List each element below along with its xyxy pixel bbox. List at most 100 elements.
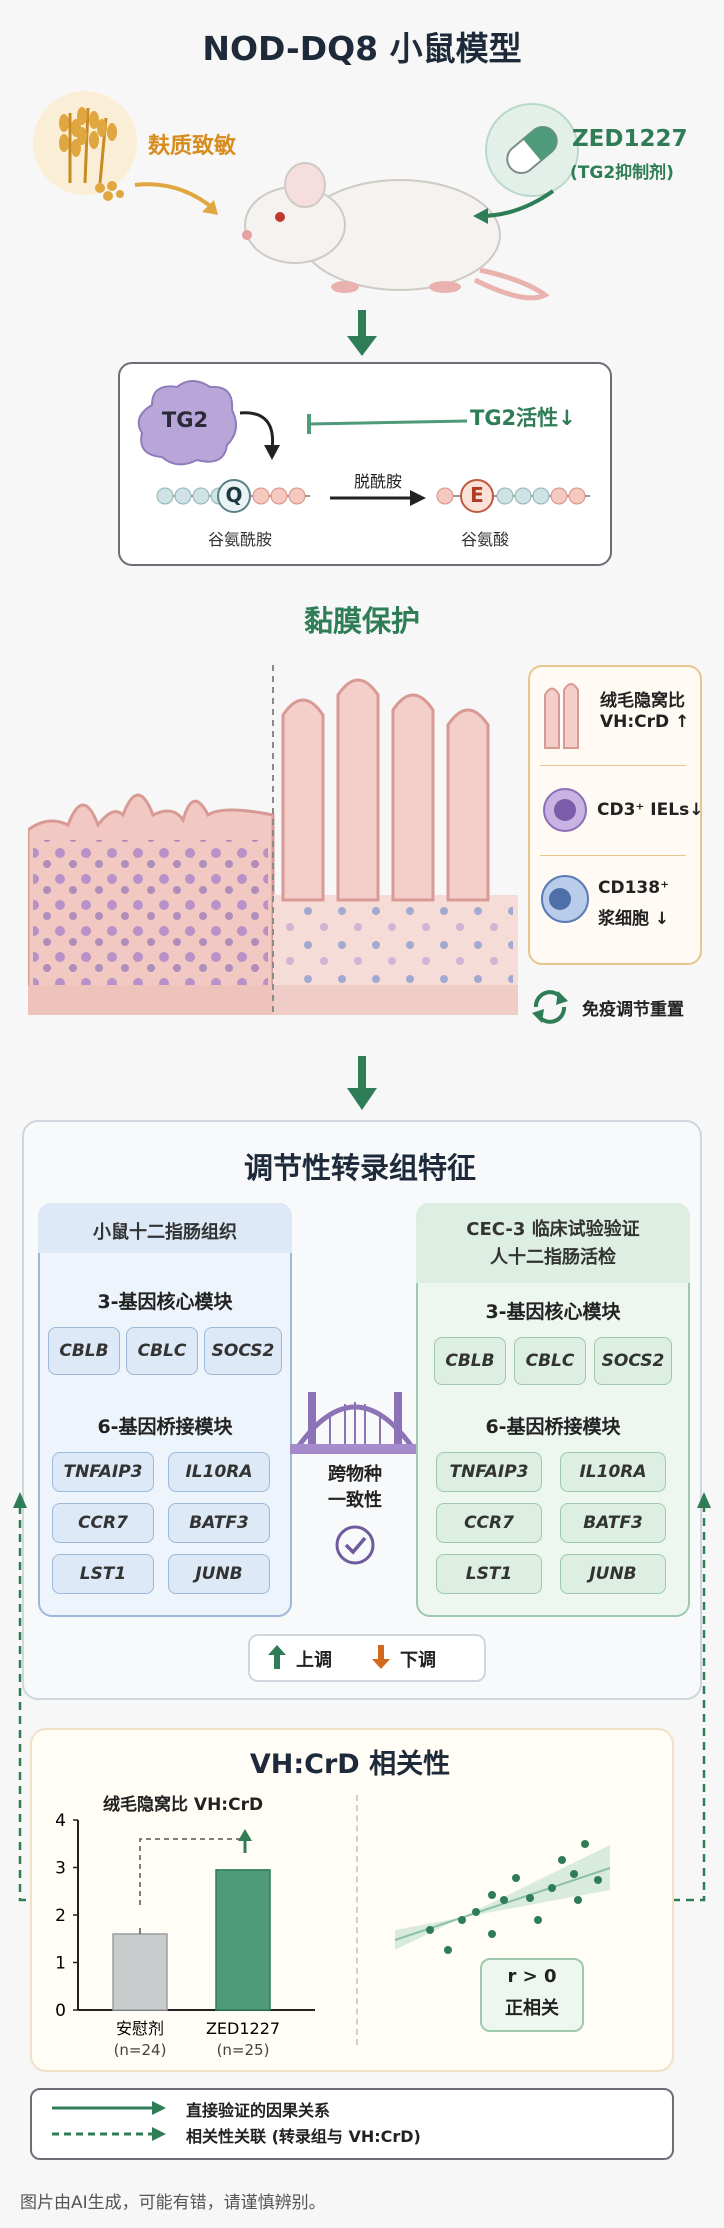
bridge-icon (290, 1392, 420, 1454)
mucosa-item-3-line1: CD138⁺ (598, 878, 670, 898)
regulation-legend (248, 1634, 486, 1682)
x-category-n-label: (n=24) (114, 2041, 167, 2059)
y-tick-label: 0 (55, 2001, 66, 2021)
mouse-core-title: 3-基因核心模块 (97, 1291, 233, 1313)
y-tick-label: 1 (55, 1954, 66, 1974)
vh-title: VH:CrD 相关性 (249, 1749, 451, 1780)
gluten-label: 麸质致敏 (148, 134, 237, 159)
y-tick-label: 4 (55, 1811, 66, 1831)
mucosa-item-2-line1: CD3⁺ IELs↓ (597, 800, 704, 820)
bar-chart: 0 1 2 3 4 安慰剂 (n=24) ZED1227 (n=25) (55, 1811, 315, 2059)
legend-solid-label: 直接验证的因果关系 (186, 2101, 331, 2120)
human-column-header-bg (416, 1203, 690, 1283)
glutamine-label: 谷氨酰胺 (207, 530, 272, 549)
tg2-label: TG2 (161, 408, 209, 432)
bar-1 (112, 1933, 168, 2011)
tg2-enzyme-icon (137, 380, 237, 466)
down-arrow-small-icon (372, 1645, 390, 1669)
iel-cell-icon (543, 788, 587, 832)
sidebox-divider (540, 855, 686, 856)
gluten-arrow-icon (134, 182, 218, 215)
y-tick-label: 2 (55, 1906, 66, 1926)
dashed-arrow-icon (52, 2127, 166, 2141)
human-column-head-line2: 人十二指肠活检 (490, 1247, 616, 1268)
tg2-activity-label: TG2活性↓ (470, 406, 576, 430)
gene-chip: IL10RA (560, 1452, 666, 1492)
drug-arrow-icon (473, 189, 555, 224)
gene-chip: JUNB (168, 1554, 270, 1594)
glutamate-peptide-icon (436, 479, 590, 513)
legend-down-label: 下调 (400, 1650, 436, 1671)
gene-chip: BATF3 (168, 1503, 270, 1543)
gene-chip: BATF3 (560, 1503, 666, 1543)
gene-chip: LST1 (52, 1554, 154, 1594)
check-icon (335, 1525, 375, 1565)
human-column-head-line1: CEC-3 临床试验验证 (466, 1219, 640, 1240)
mouse-column (38, 1203, 292, 1617)
correlation-badge (480, 1958, 584, 2032)
down-arrow-icon (347, 310, 377, 356)
gene-chip: CBLC (514, 1337, 586, 1385)
vh-divider (356, 1795, 358, 2045)
gene-chip: LST1 (436, 1554, 542, 1594)
glutamine-letter: Q (225, 483, 243, 507)
villus-icon (544, 683, 579, 749)
scatter-plot (394, 1840, 611, 1954)
wheat-icon (33, 91, 137, 201)
x-category-label: 安慰剂 (116, 2019, 164, 2038)
mucosa-illustration (28, 665, 518, 1015)
drug-name: ZED1227 (572, 126, 688, 152)
mucosa-item-3-line2: 浆细胞 ↓ (598, 909, 670, 929)
gene-chip: TNFAIP3 (52, 1452, 154, 1492)
cycle-icon (532, 990, 568, 1024)
human-core-title: 3-基因核心模块 (485, 1301, 621, 1323)
immune-reset-label: 免疫调节重置 (582, 1000, 684, 1020)
glutamate-label: 谷氨酸 (460, 530, 509, 549)
human-bridge-title: 6-基因桥接模块 (485, 1416, 621, 1438)
positive-correlation-label: 正相关 (505, 1998, 559, 2019)
legend-dashed-label: 相关性关联 (转录组与 VH:CrD) (186, 2127, 421, 2146)
gene-chip: JUNB (560, 1554, 666, 1594)
inhibition-line-icon (307, 414, 468, 434)
curved-arrow-icon (239, 411, 280, 460)
gene-chip: CBLB (434, 1337, 506, 1385)
causality-legend (30, 2088, 674, 2160)
solid-arrow-icon (52, 2101, 166, 2115)
down-arrow-icon (347, 1056, 377, 1110)
cross-species-label-line2: 一致性 (328, 1490, 382, 1511)
chart-title: 绒毛隐窝比 VH:CrD (103, 1795, 264, 1815)
mouse-column-head: 小鼠十二指肠组织 (93, 1222, 237, 1243)
drug-subtitle: (TG2抑制剂) (570, 163, 674, 183)
x-category-label: ZED1227 (206, 2019, 280, 2038)
mucosa-title: 黏膜保护 (303, 604, 420, 638)
gene-chip: CBLC (126, 1327, 198, 1375)
capsule-icon (485, 103, 579, 197)
r-label: r > 0 (507, 1966, 557, 1987)
bar-2 (215, 1869, 271, 2011)
up-arrow-icon (268, 1645, 286, 1669)
gene-chip: SOCS2 (594, 1337, 672, 1385)
y-tick-label: 3 (55, 1859, 66, 1879)
increase-arrow-icon (238, 1829, 252, 1853)
sidebox-divider (540, 765, 686, 766)
comparison-bracket (139, 1838, 240, 1905)
gene-chip: SOCS2 (204, 1327, 282, 1375)
transcriptome-title: 调节性转录组特征 (243, 1151, 476, 1185)
gene-chip: CCR7 (436, 1503, 542, 1543)
x-category-n-label: (n=25) (217, 2041, 270, 2059)
plasma-cell-icon (541, 875, 589, 923)
mouse-icon (242, 162, 550, 301)
ai-disclaimer: 图片由AI生成，可能有错，请谨慎辨别。 (20, 2193, 326, 2213)
cross-species-label-line1: 跨物种 (328, 1464, 382, 1485)
reaction-arrow-icon (330, 490, 426, 506)
page-title: NOD-DQ8 小鼠模型 (202, 29, 522, 68)
mucosa-item-1-line2: VH:CrD ↑ (600, 712, 690, 732)
gene-chip: TNFAIP3 (436, 1452, 542, 1492)
glutamine-peptide-icon (156, 479, 310, 513)
glutamate-letter: E (470, 483, 484, 507)
gene-chip: CCR7 (52, 1503, 154, 1543)
legend-up-label: 上调 (296, 1650, 332, 1671)
deamidation-label: 脱酰胺 (353, 472, 402, 491)
mucosa-item-1-line1: 绒毛隐窝比 (600, 691, 685, 711)
mouse-column-header-bg (38, 1203, 292, 1253)
